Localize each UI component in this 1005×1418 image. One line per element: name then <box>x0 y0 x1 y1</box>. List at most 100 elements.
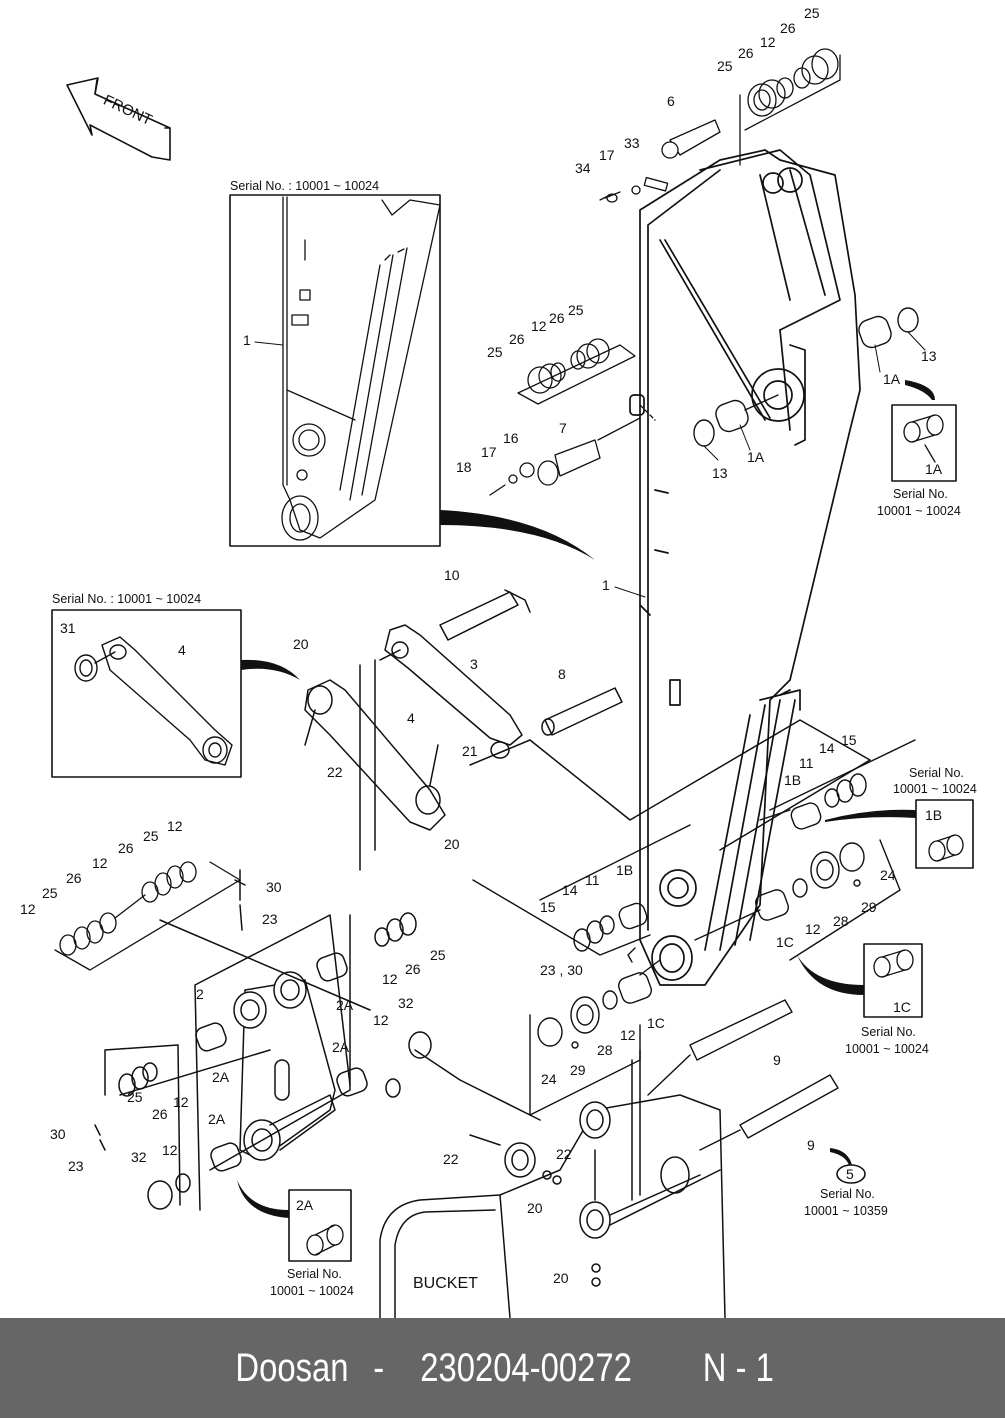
callout: 32 <box>398 995 414 1011</box>
ref-5-serial-1: Serial No. <box>820 1187 875 1201</box>
bush-1c-serial-1: Serial No. <box>861 1025 916 1039</box>
callout: 23 <box>68 1158 84 1174</box>
callout: 24 <box>541 1071 557 1087</box>
parts-diagram: FRONT Serial No. : 10001 ~ 10024 1 Seria… <box>20 5 977 1318</box>
callout: 12 <box>162 1142 178 1158</box>
link-inset-serial: Serial No. : 10001 ~ 10024 <box>52 592 201 606</box>
callout: 25 <box>143 828 159 844</box>
right-lower-group <box>472 739 916 1151</box>
boom-inset-drawing <box>281 196 441 541</box>
ref-5-callout: 5 <box>846 1166 854 1182</box>
callout: 1A <box>747 449 765 465</box>
bush-1a-callout: 1A <box>925 461 943 477</box>
callout: 7 <box>559 420 567 436</box>
callout: 9 <box>773 1052 781 1068</box>
callout: 26 <box>549 310 565 326</box>
callout: 13 <box>712 465 728 481</box>
callout: 18 <box>456 459 472 475</box>
callout: 26 <box>738 45 754 61</box>
footer-part-number: 230204-00272 <box>420 1345 632 1390</box>
callout: 12 <box>167 818 183 834</box>
callout: 28 <box>833 913 849 929</box>
bush-2a-serial-1: Serial No. <box>287 1267 342 1281</box>
callout: 1 <box>602 577 610 593</box>
callout: 33 <box>624 135 640 151</box>
bucket-drawing <box>379 1049 726 1318</box>
callout: 1B <box>784 772 801 788</box>
callout: 14 <box>819 740 835 756</box>
callout: 12 <box>382 971 398 987</box>
callout: 9 <box>807 1137 815 1153</box>
bush-2a-inset-box <box>288 1189 352 1262</box>
callout: 15 <box>841 732 857 748</box>
callout: 29 <box>570 1062 586 1078</box>
callout: 3 <box>470 656 478 672</box>
link-inset-callout-31: 31 <box>60 620 76 636</box>
callout: 8 <box>558 666 566 682</box>
bush-1c-serial-2: 10001 ~ 10024 <box>845 1042 929 1056</box>
boom-inset-serial: Serial No. : 10001 ~ 10024 <box>230 179 379 193</box>
callout: 2A <box>332 1039 350 1055</box>
callout: 22 <box>443 1151 459 1167</box>
callout: 6 <box>667 93 675 109</box>
callout: 25 <box>42 885 58 901</box>
callout: 26 <box>66 870 82 886</box>
callout: 12 <box>173 1094 189 1110</box>
callout: 2A <box>212 1069 230 1085</box>
callout: 11 <box>799 755 814 771</box>
pin-6-group <box>599 48 841 203</box>
callout: 14 <box>562 882 578 898</box>
callout: 23 , 30 <box>540 962 583 978</box>
boom-inset-callout: 1 <box>243 332 251 348</box>
bush-1a-serial-1: Serial No. <box>893 487 948 501</box>
callout: 25 <box>430 947 446 963</box>
footer-brand: Doosan <box>235 1345 349 1390</box>
callout: 21 <box>462 743 478 759</box>
bush-1c-callout: 1C <box>893 999 911 1015</box>
bush-1b-serial-1: Serial No. <box>909 766 964 780</box>
callout: 12 <box>92 855 108 871</box>
callout: 30 <box>50 1126 66 1142</box>
footer-page: N - 1 <box>702 1345 774 1390</box>
link-2-assembly <box>94 869 541 1211</box>
callout: 34 <box>575 160 591 176</box>
callout: 11 <box>585 872 600 888</box>
callout: 12 <box>531 318 547 334</box>
callout: 22 <box>556 1146 572 1162</box>
bush-1b-serial-2: 10001 ~ 10024 <box>893 782 977 796</box>
callout: 25 <box>127 1089 143 1105</box>
callout: 25 <box>804 5 820 21</box>
leader-lines <box>254 331 926 598</box>
callout: 20 <box>527 1200 543 1216</box>
boom-inset-box <box>229 194 441 547</box>
callout: 32 <box>131 1149 147 1165</box>
pin-7-group <box>489 338 656 496</box>
callout: 1C <box>776 934 794 950</box>
link-inset-callout-4: 4 <box>178 642 186 658</box>
callout: 28 <box>597 1042 613 1058</box>
pointer-arrow <box>440 510 595 560</box>
callout: 29 <box>861 899 877 915</box>
callout: 1B <box>616 862 633 878</box>
bush-1b-callout: 1B <box>925 807 942 823</box>
callout: 20 <box>444 836 460 852</box>
callout: 26 <box>118 840 134 856</box>
footer-separator: - <box>364 1345 394 1390</box>
bush-1a-inset-box <box>891 404 957 482</box>
callout: 2A <box>336 997 354 1013</box>
callout: 25 <box>487 344 503 360</box>
callout: 12 <box>805 921 821 937</box>
callout: 26 <box>405 961 421 977</box>
bush-1a-serial-2: 10001 ~ 10024 <box>877 504 961 518</box>
callout: 17 <box>599 147 615 163</box>
callout: 25 <box>717 58 733 74</box>
bush-2a-serial-2: 10001 ~ 10024 <box>270 1284 354 1298</box>
callout: 2 <box>196 986 204 1002</box>
front-arrow-icon <box>66 77 171 161</box>
boom-body <box>629 149 861 986</box>
callout: 12 <box>373 1012 389 1028</box>
callout: 2A <box>208 1111 226 1127</box>
callout: 12 <box>20 901 36 917</box>
callout: 10 <box>444 567 460 583</box>
callout: 23 <box>262 911 278 927</box>
